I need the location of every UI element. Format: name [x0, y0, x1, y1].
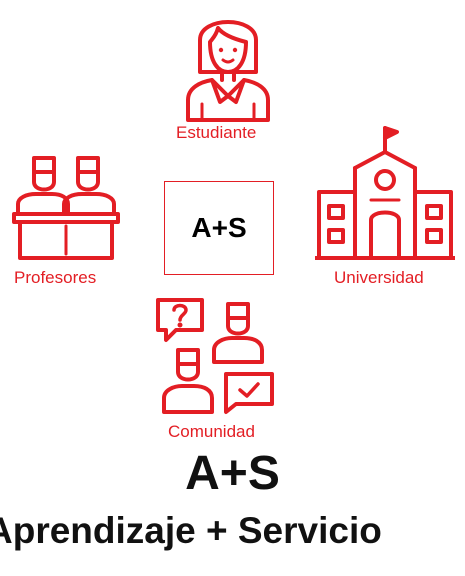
community-icon [152, 294, 280, 422]
teachers-label: Profesores [14, 268, 97, 287]
center-label: A+S [191, 212, 247, 243]
student-label: Estudiante [176, 123, 257, 142]
teachers-icon [10, 150, 122, 266]
center-box: A+S [164, 181, 274, 275]
subtitle-container: Aprendizaje + Servicio [0, 509, 465, 553]
community-label: Comunidad [168, 422, 255, 441]
title: A+S [185, 447, 280, 500]
university-icon [315, 122, 455, 266]
university-label: Universidad [334, 268, 424, 287]
student-icon [178, 6, 278, 124]
subtitle: Aprendizaje + Servicio [0, 510, 382, 551]
